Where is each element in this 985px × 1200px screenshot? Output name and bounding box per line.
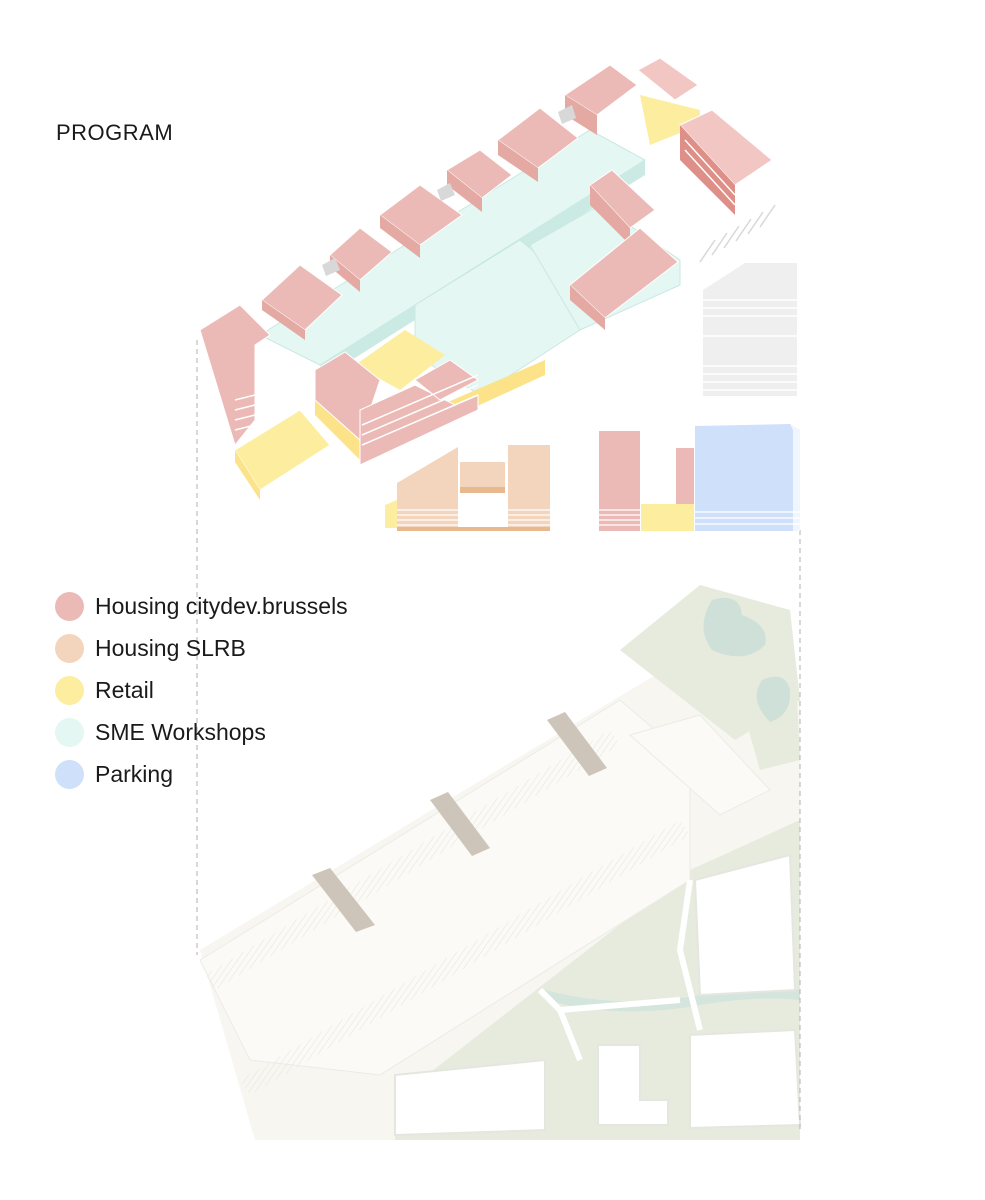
- parking-elevation-edge: [790, 424, 800, 531]
- retail-elevation-citydev: [641, 504, 694, 531]
- legend-label-parking: Parking: [95, 760, 173, 787]
- legend: Housing citydev.brussels Housing SLRB Re…: [55, 585, 348, 795]
- housing-l-block: [199, 304, 271, 447]
- legend-label-sme-workshops: SME Workshops: [95, 718, 266, 745]
- housing-long-right-side: [570, 285, 605, 330]
- top-right-block: [628, 714, 771, 816]
- retail-pavilion-side: [235, 450, 260, 500]
- walkway: [537, 879, 703, 1062]
- legend-label-retail: Retail: [95, 676, 154, 703]
- housing-block-3-side: [380, 215, 420, 258]
- right-block-2: [689, 1028, 802, 1130]
- housing-block-4-side: [447, 170, 482, 212]
- legend-item-sme-workshops: SME Workshops: [55, 711, 348, 753]
- retail-courtyard: [355, 330, 445, 390]
- housing-right-tower-side: [680, 125, 735, 215]
- pond-1: [703, 597, 766, 657]
- legend-item-housing-citydev: Housing citydev.brussels: [55, 585, 348, 627]
- legend-swatch-parking: [55, 759, 84, 789]
- retail-top-right: [640, 95, 700, 145]
- housing-block-5: [497, 107, 579, 169]
- housing-block-5-side: [498, 140, 538, 182]
- slrb-elevation-lines: [397, 509, 550, 526]
- bike-racks: [699, 204, 776, 263]
- neutral-elevation: [703, 263, 797, 396]
- housing-block-6-side: [565, 95, 597, 135]
- housing-block-4: [446, 149, 513, 199]
- parking-elevation: [695, 424, 800, 531]
- retail-pavilion: [234, 409, 331, 491]
- bottom-block: [597, 1044, 669, 1126]
- elevations: [385, 263, 800, 531]
- hatched-edge-2: [240, 820, 690, 1095]
- legend-swatch-housing-slrb: [55, 633, 84, 663]
- bottom-block-2: [394, 1058, 546, 1137]
- diagram-title: PROGRAM: [56, 120, 174, 145]
- right-block-1: [693, 853, 797, 997]
- legend-swatch-sme-workshops: [55, 717, 84, 747]
- legend-label-housing-citydev: Housing citydev.brussels: [95, 592, 348, 619]
- slrb-elevation-mid: [460, 462, 505, 493]
- citydev-elevation-left: [599, 431, 640, 531]
- legend-swatch-housing-citydev: [55, 591, 84, 621]
- floor-stripes: [234, 139, 736, 446]
- neutral-elevation-lines: [703, 299, 797, 391]
- site-plan: [199, 585, 802, 1140]
- axonometric-buildings: [199, 57, 773, 500]
- pond-2: [756, 676, 791, 722]
- citydev-elevation-right: [676, 448, 694, 505]
- slrb-elevation-right: [508, 445, 550, 531]
- legend-item-parking: Parking: [55, 753, 348, 795]
- housing-front-cluster-3: [414, 359, 479, 401]
- legend-swatch-retail: [55, 675, 84, 705]
- path-1: [312, 868, 375, 932]
- housing-block-2: [329, 227, 393, 281]
- gray-connector-2: [437, 183, 455, 201]
- citydev-elevation-lines: [599, 509, 640, 526]
- legend-label-housing-slrb: Housing SLRB: [95, 634, 246, 661]
- path-2: [430, 792, 490, 856]
- housing-right-tower: [679, 109, 773, 186]
- retail-elevation-slrb: [385, 500, 397, 528]
- gray-connector-3: [558, 105, 576, 124]
- housing-courtyard-stack-r: [589, 169, 656, 229]
- housing-corner-top: [637, 57, 699, 101]
- slrb-elevation-base: [397, 527, 550, 531]
- gray-connector-1: [322, 258, 340, 276]
- hatched-edge: [205, 730, 620, 990]
- legend-item-housing-slrb: Housing SLRB: [55, 627, 348, 669]
- housing-courtyard-stack-r-side: [590, 185, 630, 245]
- parking-elevation-lines: [695, 511, 800, 525]
- legend-item-retail: Retail: [55, 669, 348, 711]
- projection-lines: [196, 340, 801, 1130]
- slrb-elevation-mid-line: [460, 487, 505, 493]
- slrb-elevation-left: [397, 447, 458, 531]
- housing-block-1-side: [262, 300, 305, 340]
- path-3: [547, 712, 607, 776]
